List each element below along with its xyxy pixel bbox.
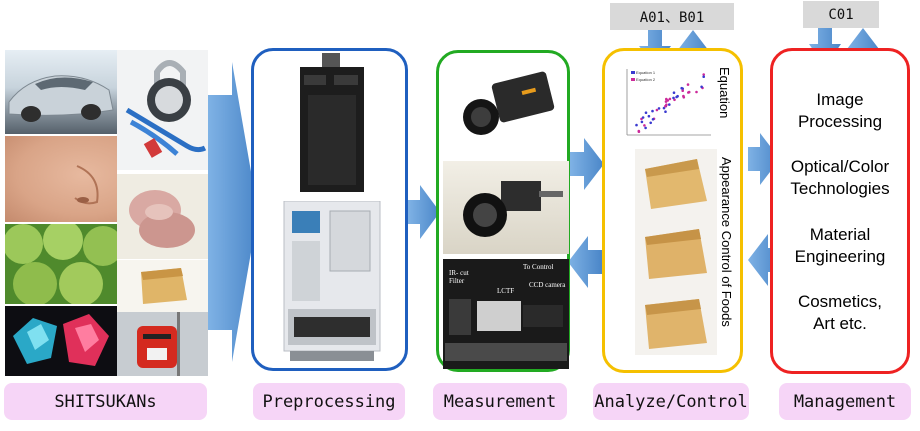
label-ccd-camera: CCD camera bbox=[529, 281, 566, 289]
mailbox-photo bbox=[117, 312, 208, 376]
scatter-point bbox=[649, 121, 652, 125]
management-panel: Image Processing Optical/Color Technolog… bbox=[770, 48, 910, 374]
scatter-point bbox=[641, 116, 645, 119]
mgmt-material-engineering: Material Engineering bbox=[794, 225, 886, 266]
cabbage-photo bbox=[5, 224, 117, 304]
scatter-point bbox=[668, 103, 671, 106]
label-to-control: To Control bbox=[523, 263, 554, 271]
cake-samples bbox=[635, 149, 717, 355]
arrow-analyze-to-meas bbox=[568, 236, 602, 288]
padlock-photo bbox=[117, 50, 208, 170]
tag-c01: C01 bbox=[803, 1, 879, 28]
camera-2-photo bbox=[443, 161, 569, 254]
chamber-illustration bbox=[283, 201, 381, 361]
mgmt-image-processing: Image Processing bbox=[797, 90, 883, 131]
cake-photo bbox=[117, 260, 208, 312]
scatter-point bbox=[682, 96, 686, 99]
stage-label-shitsukans: SHITSUKANs bbox=[4, 383, 207, 420]
scatter-point bbox=[657, 107, 661, 110]
skin-photo bbox=[5, 136, 117, 222]
arrow-mgmt-to-analyze bbox=[748, 234, 780, 286]
scatter-point bbox=[702, 73, 705, 76]
label-lctf: LCTF bbox=[497, 287, 515, 295]
scatter-point bbox=[640, 120, 644, 124]
arrow-meas-to-analyze bbox=[570, 138, 604, 190]
scatter-point bbox=[665, 97, 668, 101]
scatter-point bbox=[644, 111, 648, 114]
scatter-point bbox=[687, 91, 690, 94]
preprocessing-panel bbox=[251, 48, 408, 371]
scatter-point bbox=[643, 124, 646, 127]
equation-label: Equation bbox=[717, 67, 732, 119]
scatter-point bbox=[665, 103, 668, 106]
scatter-point bbox=[651, 109, 654, 113]
scatter-point bbox=[676, 94, 679, 98]
gems-photo bbox=[5, 306, 117, 376]
legend-eq2: Equation 2 bbox=[636, 77, 656, 82]
stage-label-management: Management bbox=[779, 383, 911, 420]
tag-a01-b01: A01、B01 bbox=[610, 3, 734, 30]
arrow-pre-to-meas bbox=[408, 185, 440, 239]
oven-illustration bbox=[300, 53, 364, 192]
scatter-point bbox=[695, 90, 698, 94]
camera-1 bbox=[463, 71, 555, 135]
stage-label-measurement: Measurement bbox=[433, 383, 567, 420]
scatter-point bbox=[637, 130, 641, 133]
scatter-point bbox=[651, 118, 655, 121]
shitsukan-collage bbox=[5, 50, 208, 376]
scatter-point bbox=[681, 89, 684, 92]
mgmt-optical-color: Optical/Color Technologies bbox=[790, 157, 890, 198]
scatter-point bbox=[681, 87, 684, 90]
equation-scatter-plot bbox=[626, 69, 711, 136]
stage-label-preprocessing: Preprocessing bbox=[253, 383, 405, 420]
scatter-point bbox=[686, 83, 690, 86]
scatter-point bbox=[668, 97, 672, 101]
label-ir-cut-filter: IR- cut Filter bbox=[449, 269, 469, 285]
scatter-point bbox=[635, 123, 638, 127]
scatter-point bbox=[664, 110, 667, 113]
scatter-point bbox=[700, 85, 703, 89]
scatter-point bbox=[655, 108, 659, 112]
appearance-control-label: Appearance Control of Foods bbox=[719, 157, 734, 327]
stage-label-analyze: Analyze/Control bbox=[593, 383, 749, 420]
mgmt-cosmetics-art: Cosmetics, Art etc. bbox=[797, 292, 883, 333]
analyze-panel: Equation 1 Equation 2 Equation Appearanc… bbox=[602, 48, 743, 373]
arrow-c01-up bbox=[847, 28, 879, 67]
scatter-point bbox=[644, 126, 647, 130]
ham-photo bbox=[117, 174, 208, 259]
scatter-point bbox=[702, 75, 705, 78]
arrow-c01-down bbox=[809, 28, 841, 67]
scatter-point bbox=[672, 91, 676, 94]
big-arrow-shitsukans bbox=[208, 62, 258, 362]
measurement-panel: IR- cut Filter LCTF To Control CCD camer… bbox=[436, 50, 570, 372]
scatter-point bbox=[672, 96, 675, 100]
scatter-point bbox=[647, 114, 651, 118]
scatter-point bbox=[662, 106, 666, 110]
camera-setup-photo: IR- cut Filter LCTF To Control CCD camer… bbox=[443, 259, 569, 369]
legend-eq1: Equation 1 bbox=[636, 70, 656, 75]
arrow-analyze-to-mgmt bbox=[748, 133, 780, 185]
car-photo bbox=[5, 50, 117, 134]
